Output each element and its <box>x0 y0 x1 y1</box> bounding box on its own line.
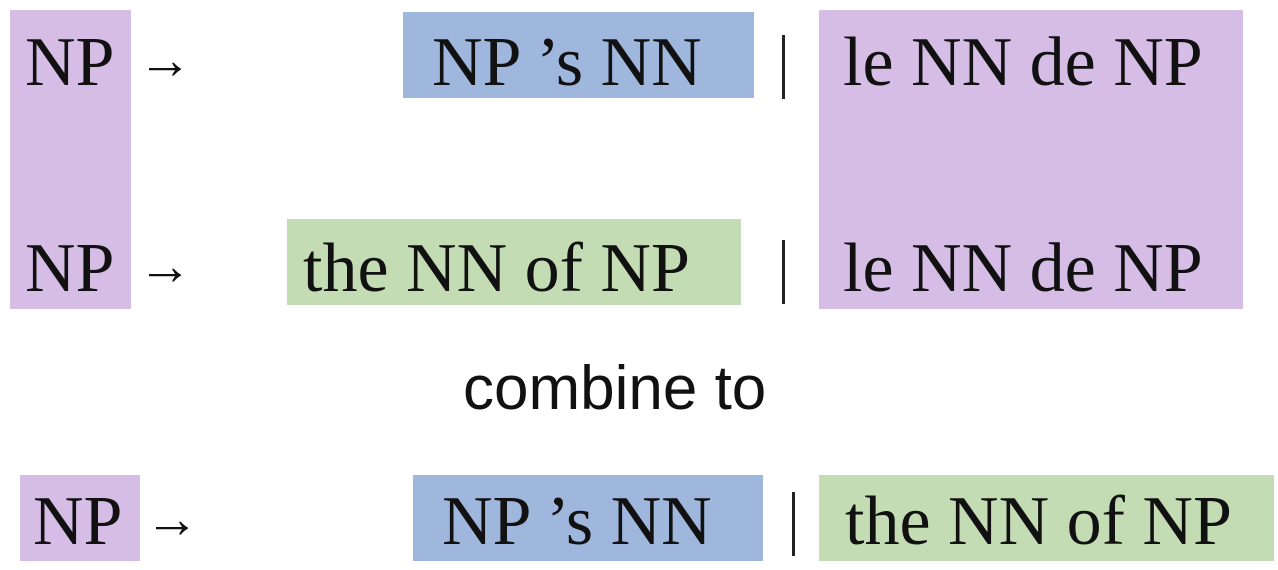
combined-target-highlight <box>819 475 1274 561</box>
shared-lhs-highlight <box>10 10 131 309</box>
rule-combined-separator <box>792 492 795 556</box>
rule-middle-source: the NN of NP <box>303 230 690 307</box>
rule-middle-lhs: NP <box>25 230 115 307</box>
rule-top-lhs: NP <box>25 24 115 101</box>
rule-middle-separator <box>782 240 785 304</box>
rule-top-target: le NN de NP <box>843 24 1203 101</box>
rule-top-arrow: → <box>138 30 192 90</box>
rule-combined-arrow: → <box>145 489 199 549</box>
rule-middle-arrow: → <box>138 236 192 296</box>
rule-combined-lhs: NP <box>33 483 123 560</box>
rule-combined-target: the NN of NP <box>845 483 1232 560</box>
rule-top-separator <box>782 35 785 99</box>
rule-middle-target: le NN de NP <box>843 230 1203 307</box>
combined-source-highlight <box>413 475 763 561</box>
combine-to-label: combine to <box>463 354 767 423</box>
top-source-highlight <box>403 12 754 98</box>
rule-combined-source: NP ’s NN <box>442 483 712 560</box>
rule-top-source: NP ’s NN <box>432 24 702 101</box>
combined-lhs-highlight <box>20 475 140 561</box>
middle-source-highlight <box>287 219 741 305</box>
shared-target-highlight <box>819 10 1243 309</box>
